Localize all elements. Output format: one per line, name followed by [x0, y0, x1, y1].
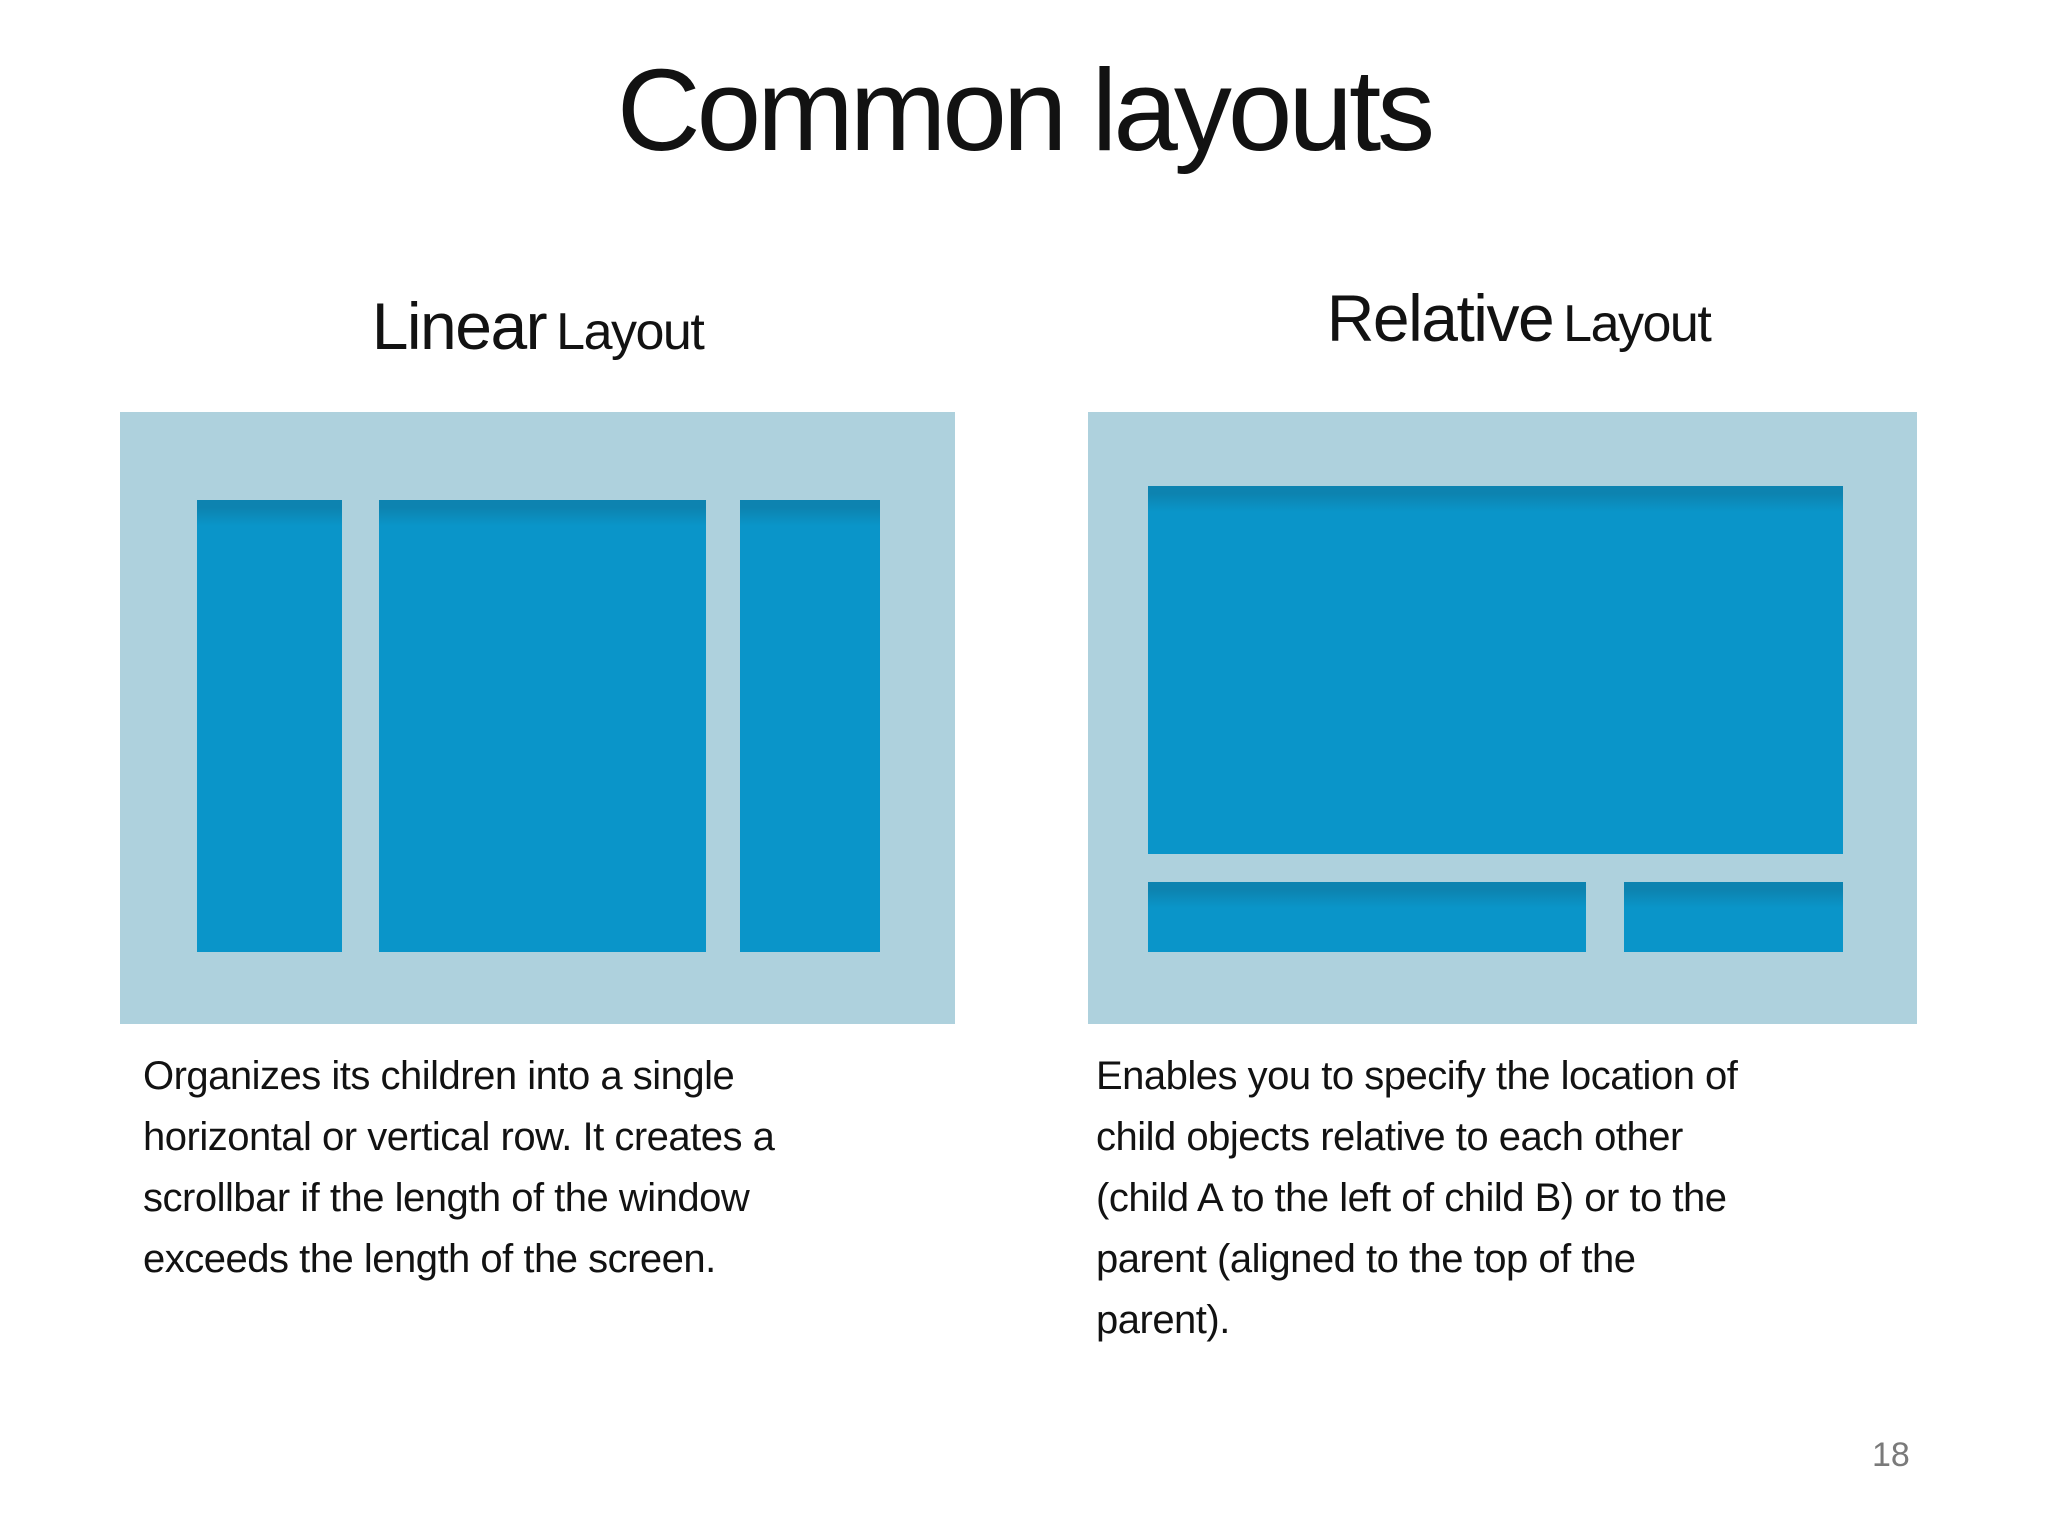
linear-child-block-right — [740, 500, 880, 952]
relative-layout-description: Enables you to specify the location of c… — [1096, 1054, 1738, 1342]
relative-child-block-main — [1148, 486, 1843, 854]
relative-child-block-bottom-left — [1148, 882, 1586, 952]
linear-child-block-middle — [379, 500, 706, 952]
linear-child-block-left — [197, 500, 342, 952]
page-number: 18 — [1872, 1436, 1910, 1474]
relative-child-block-bottom-right — [1624, 882, 1843, 952]
relative-layout-diagram — [1088, 412, 1917, 1024]
linear-heading-primary: Linear — [371, 289, 548, 363]
linear-heading-secondary: Layout — [556, 303, 705, 361]
relative-heading-primary: Relative — [1326, 281, 1555, 355]
linear-layout-description: Organizes its children into a single hor… — [143, 1054, 775, 1281]
linear-layout-diagram — [120, 412, 955, 1024]
slide-title: Common layouts — [616, 45, 1435, 175]
relative-heading-secondary: Layout — [1563, 295, 1712, 353]
